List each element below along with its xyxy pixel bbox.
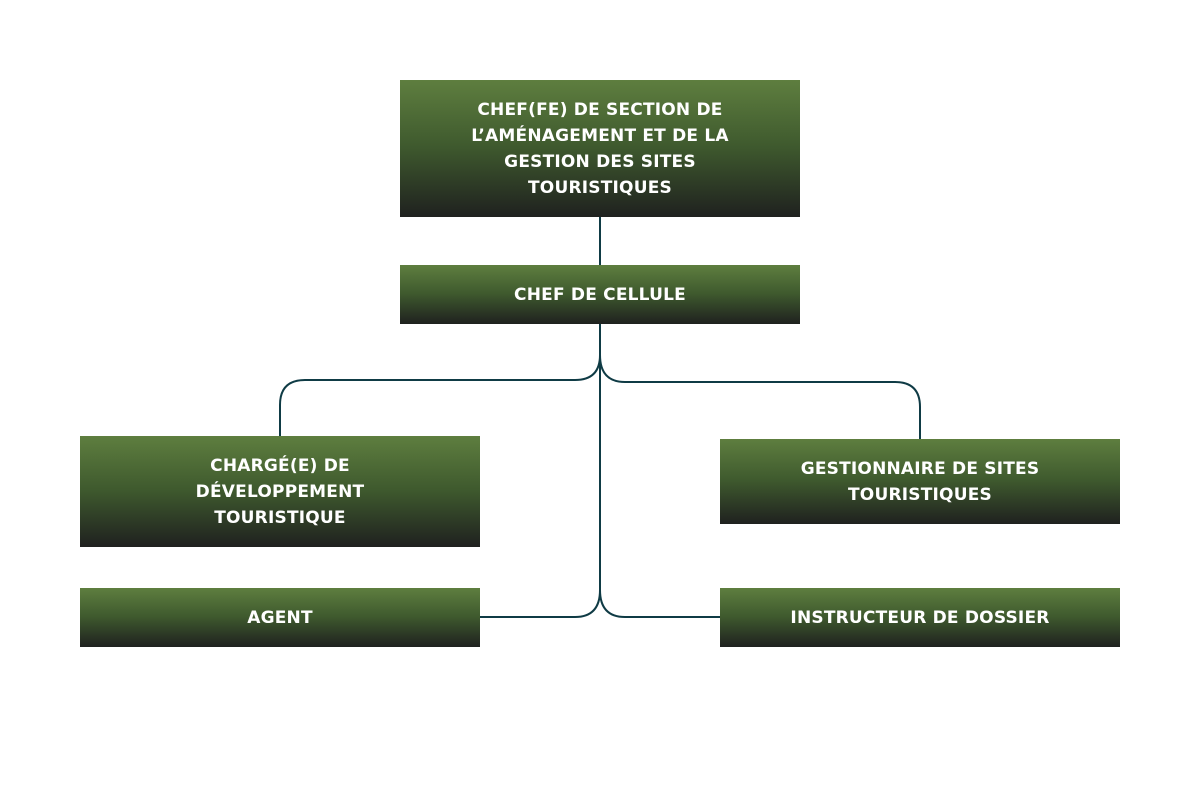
node-chef-de-cellule: CHEF DE CELLULE	[400, 265, 800, 324]
node-instructeur-dossier: INSTRUCTEUR DE DOSSIER	[720, 588, 1120, 647]
node-instructeur-dossier-label: INSTRUCTEUR DE DOSSIER	[790, 607, 1050, 628]
node-chef-de-section-label: CHEF(FE) DE SECTION DE L’AMÉNAGEMENT ET …	[471, 99, 729, 198]
connector-to-agent	[480, 589, 601, 618]
connector-to-instructeur	[599, 589, 720, 618]
connector-to-gestionnaire	[599, 354, 921, 439]
node-agent-label: AGENT	[247, 607, 313, 628]
node-charge-developpement: CHARGÉ(E) DE DÉVELOPPEMENT TOURISTIQUE	[80, 436, 480, 547]
node-gestionnaire-sites: GESTIONNAIRE DE SITES TOURISTIQUES	[720, 439, 1120, 524]
node-gestionnaire-sites-label: GESTIONNAIRE DE SITES TOURISTIQUES	[800, 458, 1040, 505]
connector-to-charge	[279, 354, 601, 436]
node-chef-de-cellule-label: CHEF DE CELLULE	[514, 284, 686, 305]
node-charge-developpement-label: CHARGÉ(E) DE DÉVELOPPEMENT TOURISTIQUE	[195, 455, 365, 528]
node-chef-de-section: CHEF(FE) DE SECTION DE L’AMÉNAGEMENT ET …	[400, 80, 800, 217]
node-agent: AGENT	[80, 588, 480, 647]
